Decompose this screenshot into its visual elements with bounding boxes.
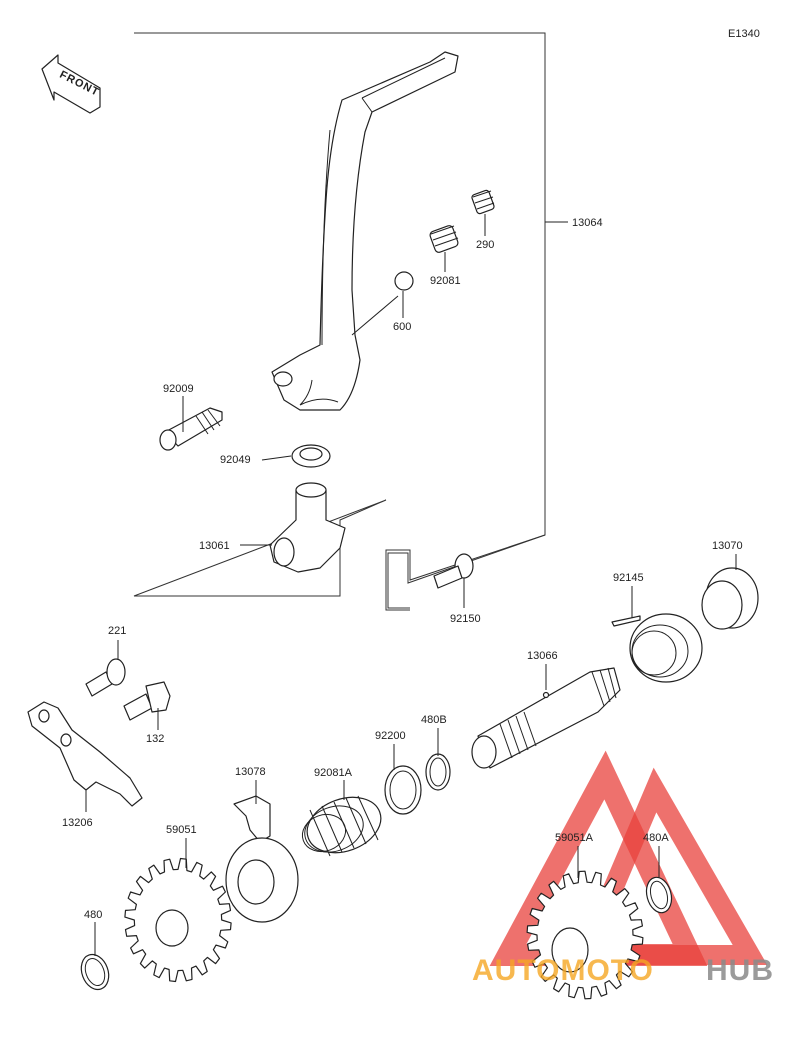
ball-600: [394, 271, 414, 291]
torsion-spring-92145: [611, 613, 703, 683]
label-92081: 92081: [430, 275, 461, 287]
assembly-frame: [133, 32, 546, 611]
label-92200: 92200: [375, 730, 406, 742]
leader-lines: [85, 214, 737, 956]
label-132: 132: [146, 733, 164, 745]
label-13066: 13066: [527, 650, 558, 662]
label-13070: 13070: [712, 540, 743, 552]
watermark-triangle-right: [569, 767, 768, 965]
diagram-code: E1340: [728, 28, 760, 40]
gear-59051A: [526, 870, 644, 1000]
label-59051: 59051: [166, 824, 197, 836]
label-480A: 480A: [643, 832, 669, 844]
label-92081A: 92081A: [314, 767, 353, 779]
ring-92200: [384, 765, 422, 815]
label-13064: 13064: [572, 217, 603, 229]
collar-13070: [701, 567, 759, 630]
bolt-132: [123, 681, 171, 721]
front-arrow-icon: FRONT: [41, 54, 101, 114]
small-spring-290: [471, 189, 495, 215]
watermark-text-hub: HUB: [706, 954, 774, 987]
label-290: 290: [476, 239, 494, 251]
part-labels: 13064 290 92081 600 92009 92049 13061 92…: [62, 217, 743, 921]
circlip-480A: [645, 876, 673, 914]
frame-right-connector: [387, 534, 546, 609]
label-13206: 13206: [62, 817, 93, 829]
ratchet-13078: [225, 795, 299, 923]
label-600: 600: [393, 321, 411, 333]
label-13078: 13078: [235, 766, 266, 778]
bracket-13206: [27, 701, 143, 807]
washer-92049: [291, 444, 331, 468]
bolt-221: [85, 658, 126, 697]
watermark-text-automoto: AUTOMOTO: [472, 954, 654, 987]
label-480B: 480B: [421, 714, 447, 726]
label-92009: 92009: [163, 383, 194, 395]
kick-pedal-arm: [271, 51, 459, 411]
label-92049: 92049: [220, 454, 251, 466]
clamp-13061: [269, 482, 346, 573]
label-13061: 13061: [199, 540, 230, 552]
label-92150: 92150: [450, 613, 481, 625]
spring-92081: [429, 225, 459, 253]
gear-59051: [124, 857, 232, 983]
circlip-480: [80, 953, 110, 991]
label-59051A: 59051A: [555, 832, 594, 844]
label-221: 221: [108, 625, 126, 637]
label-480: 480: [84, 909, 102, 921]
label-92145: 92145: [613, 572, 644, 584]
circlip-480B: [425, 753, 451, 791]
bolt-92009: [159, 407, 223, 451]
spring-92081A: [301, 795, 382, 857]
bolt-92150: [433, 553, 474, 589]
kick-shaft-13066: [471, 667, 621, 769]
